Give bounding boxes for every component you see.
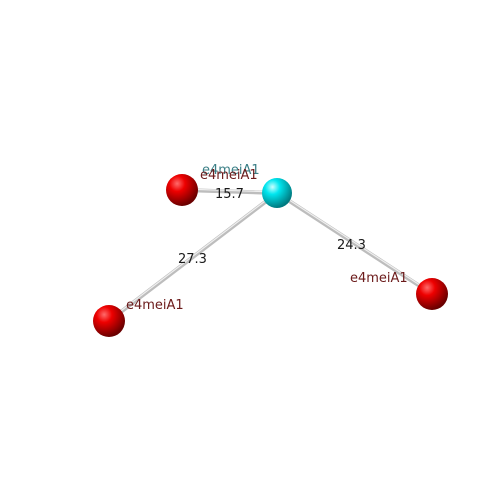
atom-sphere-2[interactable]: [262, 178, 292, 208]
bond-line-2: [107, 191, 279, 323]
atom-sphere-4[interactable]: [416, 278, 448, 310]
atom-sphere-1[interactable]: [166, 174, 198, 206]
bond-distance-2: 27.3: [178, 252, 207, 267]
bond-distance-1: 15.7: [215, 187, 244, 202]
bond-highlight-3: [276, 191, 433, 294]
bond-line-3: [275, 191, 434, 296]
bond-distance-3: 24.3: [337, 238, 366, 253]
atom-label-2: e4meiA1: [202, 163, 260, 178]
atom-label-3: e4meiA1: [126, 298, 184, 313]
bond-highlight-2: [108, 191, 278, 321]
atom-label-4: e4meiA1: [350, 271, 408, 286]
atom-sphere-3[interactable]: [93, 305, 125, 337]
atom-label-1: e4meiA1: [200, 168, 258, 183]
